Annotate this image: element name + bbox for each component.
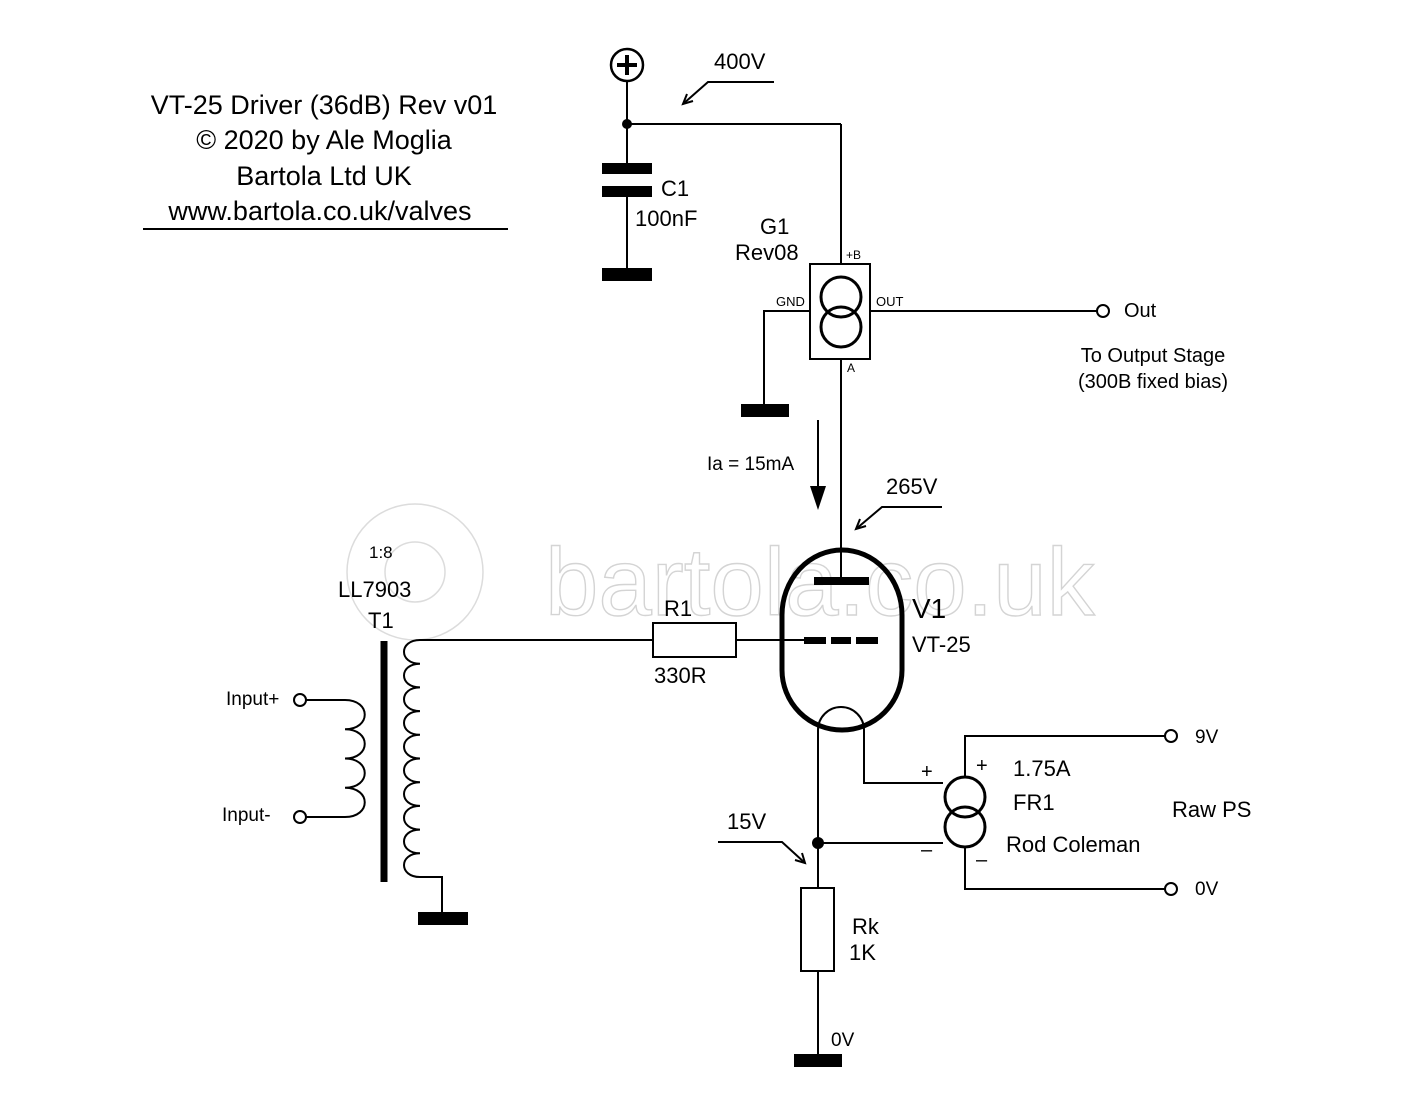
tube-grid xyxy=(804,637,826,644)
raw-ps-9v-label: 9V xyxy=(1195,727,1219,748)
resistor-rk xyxy=(800,887,835,972)
capacitor-value: 100nF xyxy=(635,206,697,231)
fr1-current: 1.75A xyxy=(1013,756,1071,781)
capacitor-ref: C1 xyxy=(661,176,689,201)
ccs-ref: G1 xyxy=(760,214,789,239)
supply-terminal xyxy=(609,47,645,83)
capacitor-c1: C1 100nF xyxy=(602,163,697,281)
title-line-3: Bartola Ltd UK xyxy=(236,161,412,191)
fr1-input-minus: – xyxy=(921,839,933,861)
out-label: Out xyxy=(1124,300,1157,322)
tube-v1: V1 VT-25 xyxy=(779,547,971,733)
arrow-icon xyxy=(855,506,942,530)
primary-winding xyxy=(344,699,366,818)
ground-label: 0V xyxy=(831,1030,855,1051)
raw-ps-9v-terminal[interactable] xyxy=(1164,729,1178,743)
title-block: VT-25 Driver (36dB) Rev v01 © 2020 by Al… xyxy=(143,90,508,230)
out-terminal[interactable] xyxy=(1096,304,1110,318)
ccs-pin-a: A xyxy=(847,361,855,375)
output-note-1: To Output Stage xyxy=(1081,345,1226,367)
ccs-pin-out: OUT xyxy=(876,294,904,309)
output-note-2: (300B fixed bias) xyxy=(1078,371,1228,393)
arrow-icon xyxy=(718,841,806,864)
ground-icon xyxy=(741,404,789,417)
current-source-icon xyxy=(819,275,863,319)
fr1-input-plus: + xyxy=(921,761,933,783)
tube-envelope xyxy=(779,547,905,733)
tube-ref: V1 xyxy=(912,593,946,624)
ccs-g1: G1 Rev08 +B GND OUT A xyxy=(735,214,904,375)
input-minus-label: Input- xyxy=(222,805,271,826)
tube-filament xyxy=(817,706,865,731)
rk-value: 1K xyxy=(849,940,876,965)
fr1-ref: FR1 xyxy=(1013,790,1055,815)
fr1-supply-plus: + xyxy=(976,755,988,777)
title-line-2: © 2020 by Ale Moglia xyxy=(196,125,453,155)
title-line-4: www.bartola.co.uk/valves xyxy=(167,196,471,226)
watermark: bartola.co.uk xyxy=(346,503,1096,641)
ccs-rev: Rev08 xyxy=(735,240,799,265)
ccs-gnd-wire xyxy=(763,310,810,404)
anode-voltage-label: 265V xyxy=(886,474,938,499)
fr1-supply-minus: – xyxy=(976,849,988,871)
heater-regulator-fr1: + – + – 1.75A FR1 Rod Coleman xyxy=(921,735,1165,890)
anode-current-label: Ia = 15mA xyxy=(707,454,794,475)
r1-value: 330R xyxy=(654,663,707,688)
input-minus-terminal[interactable] xyxy=(293,810,307,824)
transformer-ratio: 1:8 xyxy=(369,543,393,562)
ccs-pin-gnd: GND xyxy=(776,294,805,309)
filament-plus-wire xyxy=(863,730,943,784)
r1-ref: R1 xyxy=(664,596,692,621)
ccs-pin-b: +B xyxy=(846,248,861,262)
secondary-winding xyxy=(403,639,421,878)
input-plus-label: Input+ xyxy=(226,689,279,710)
rk-ref: Rk xyxy=(852,914,880,939)
ground-icon xyxy=(418,912,468,925)
resistor-r1 xyxy=(652,622,737,658)
title-line-1: VT-25 Driver (36dB) Rev v01 xyxy=(151,90,498,120)
arrow-icon xyxy=(682,81,774,105)
anode-voltage-annotation: 265V xyxy=(854,474,942,531)
cathode-voltage-label: 15V xyxy=(727,809,766,834)
junction-dot xyxy=(812,837,824,849)
transformer-model: LL7903 xyxy=(338,577,411,602)
transformer-t1: 1:8 LL7903 T1 xyxy=(306,543,468,925)
fr1-name: Rod Coleman xyxy=(1006,832,1141,857)
cathode-voltage-annotation: 15V xyxy=(718,809,807,865)
tube-type: VT-25 xyxy=(912,632,971,657)
ground-icon xyxy=(602,268,652,281)
supply-voltage-label: 400V xyxy=(714,49,766,74)
raw-ps-0v-label: 0V xyxy=(1195,879,1219,900)
anode-current-annotation: Ia = 15mA xyxy=(707,420,826,510)
arrow-down-icon xyxy=(810,486,826,510)
transformer-ref: T1 xyxy=(368,608,394,633)
input-plus-terminal[interactable] xyxy=(293,693,307,707)
raw-ps-0v-terminal[interactable] xyxy=(1164,882,1178,896)
supply-voltage-annotation: 400V xyxy=(681,49,774,106)
ground-icon xyxy=(794,1054,842,1067)
tube-anode xyxy=(814,577,869,585)
raw-ps-label: Raw PS xyxy=(1172,797,1251,822)
